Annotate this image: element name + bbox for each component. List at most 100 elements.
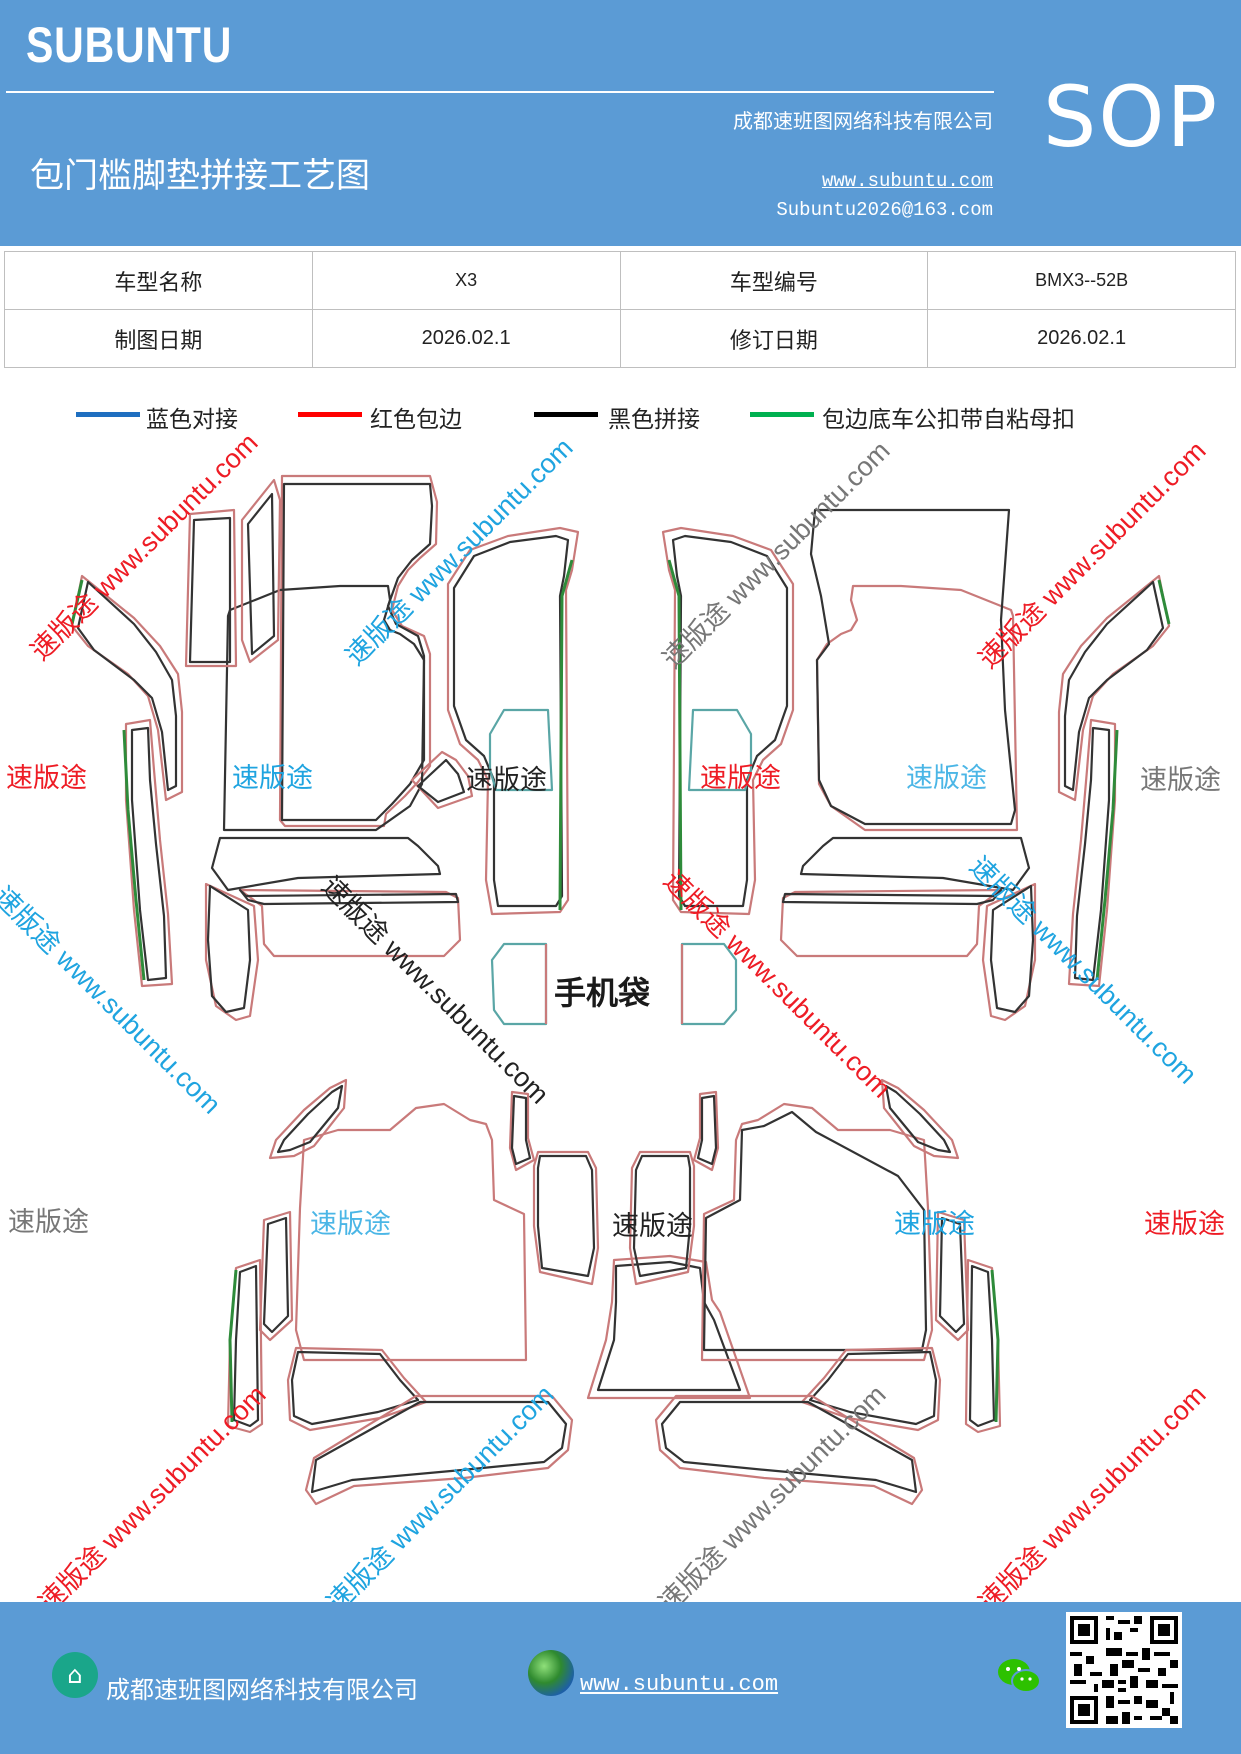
mat-piece (700, 1102, 934, 1362)
email-address: Subuntu2026@163.com (776, 199, 993, 221)
mat-piece (586, 1254, 752, 1400)
mat-piece (240, 478, 282, 664)
brand-logo: SUBUNTU (26, 17, 233, 73)
revise-date-label: 修订日期 (619, 309, 929, 368)
mat-piece (781, 888, 1003, 906)
legend: 蓝色对接 红色包边 黑色拼接 包边底车公扣带自粘母扣 (0, 396, 1241, 436)
phone-pocket-outline (687, 708, 753, 792)
legend-swatch-green (750, 412, 814, 417)
mat-piece (510, 1094, 532, 1166)
mat-piece (278, 474, 439, 828)
mat-piece (660, 1400, 918, 1494)
sop-label: SOP (1043, 68, 1220, 166)
mat-piece (246, 492, 276, 656)
website-link[interactable]: www.subuntu.com (821, 170, 993, 192)
mat-piece (808, 1350, 938, 1426)
watermark-word: 速版途 (700, 763, 781, 794)
mat-piece (815, 584, 1019, 832)
legend-label-black: 黑色拼接 (608, 407, 700, 433)
mat-piece (446, 526, 580, 916)
watermark-word: 速版途 (612, 1211, 693, 1242)
mat-piece (76, 580, 178, 792)
model-code-value: BMX3--52B (927, 251, 1236, 310)
mat-piece (304, 1394, 574, 1506)
table-row: 制图日期 2026.02.1 修订日期 2026.02.1 (4, 309, 1236, 368)
draw-date-value: 2026.02.1 (311, 309, 621, 368)
model-info-table: 车型名称 X3 车型编号 BMX3--52B 制图日期 2026.02.1 修订… (4, 251, 1236, 368)
mat-piece (280, 482, 434, 822)
rear-right-mat-group (628, 1078, 1002, 1506)
header-divider (6, 91, 994, 93)
mat-piece (130, 726, 168, 982)
mat-piece (124, 718, 174, 988)
mat-piece (290, 1350, 420, 1426)
revise-date-value: 2026.02.1 (927, 309, 1236, 368)
edge-velcro (228, 1269, 238, 1423)
mat-piece (1067, 718, 1117, 988)
mat-piece (204, 882, 260, 1022)
model-name-value: X3 (311, 251, 621, 310)
watermark-word: 速版途 (8, 1207, 89, 1238)
legend-label-blue: 蓝色对接 (146, 407, 238, 433)
phone-pocket-outline (488, 708, 554, 792)
legend-label-red: 红色包边 (370, 407, 462, 433)
mat-piece (968, 1264, 996, 1428)
company-name: 成都速班图网络科技有限公司 (733, 109, 993, 133)
mat-piece (981, 882, 1037, 1022)
legend-swatch-red (298, 412, 362, 417)
mat-piece (210, 836, 442, 892)
footer-website-link[interactable]: www.subuntu.com (580, 1672, 779, 1697)
watermark-word: 速版途 (1140, 765, 1221, 796)
model-code-label: 车型编号 (619, 251, 929, 310)
mat-piece (184, 508, 238, 668)
mat-piece (294, 1102, 528, 1362)
footer-company-name: 成都速班图网络科技有限公司 (106, 1676, 418, 1704)
mat-piece (596, 1260, 742, 1392)
mat-piece (262, 1216, 290, 1334)
mat-piece (989, 884, 1035, 1014)
draw-date-label: 制图日期 (4, 309, 313, 368)
footer-banner: ⌂ 成都速班图网络科技有限公司 www.subuntu.com (0, 1602, 1241, 1754)
watermark-word: 速版途 (1144, 1209, 1225, 1240)
phone-pocket-left (490, 942, 548, 1026)
legend-swatch-black (534, 412, 598, 417)
home-icon[interactable]: ⌂ (52, 1652, 98, 1698)
mat-piece (799, 836, 1031, 892)
mat-piece (1057, 574, 1171, 802)
watermark-word: 速版途 (310, 1209, 391, 1240)
legend-swatch-blue (76, 412, 140, 417)
edge-velcro (990, 1269, 1000, 1423)
mat-piece (938, 1216, 966, 1334)
watermark-word: 速版途 (6, 763, 87, 794)
mat-piece (206, 884, 252, 1014)
mat-piece (809, 508, 1017, 826)
mat-piece (1073, 726, 1111, 982)
mat-piece (632, 1154, 692, 1278)
mat-piece (268, 1078, 348, 1160)
mat-piece (222, 584, 426, 832)
wechat-icon[interactable] (996, 1656, 1042, 1696)
mat-piece (188, 516, 232, 664)
mat-piece (508, 1090, 536, 1172)
mat-piece (884, 1084, 952, 1154)
mat-piece (779, 888, 1003, 958)
model-name-label: 车型名称 (4, 251, 313, 310)
table-row: 车型名称 X3 车型编号 BMX3--52B (4, 251, 1236, 310)
qr-code[interactable] (1066, 1612, 1182, 1728)
mat-piece (416, 758, 466, 804)
rear-left-mat-group (228, 1078, 600, 1506)
globe-icon (528, 1650, 574, 1696)
mat-piece (702, 1110, 928, 1352)
header-banner: SUBUNTU 成都速班图网络科技有限公司 包门槛脚垫拼接工艺图 www.sub… (0, 0, 1241, 246)
mat-piece (532, 1150, 600, 1286)
floor-mat-pattern-drawing (0, 440, 1171, 1506)
mat-piece (410, 750, 474, 810)
mat-piece (70, 574, 184, 802)
watermark-word: 速版途 (894, 1209, 975, 1240)
edge-velcro (667, 559, 683, 911)
front-left-mat-group (70, 474, 580, 1022)
mat-piece (654, 1394, 924, 1506)
mat-piece (238, 888, 460, 906)
mat-piece (1063, 580, 1165, 792)
page-title: 包门槛脚垫拼接工艺图 (30, 156, 370, 196)
